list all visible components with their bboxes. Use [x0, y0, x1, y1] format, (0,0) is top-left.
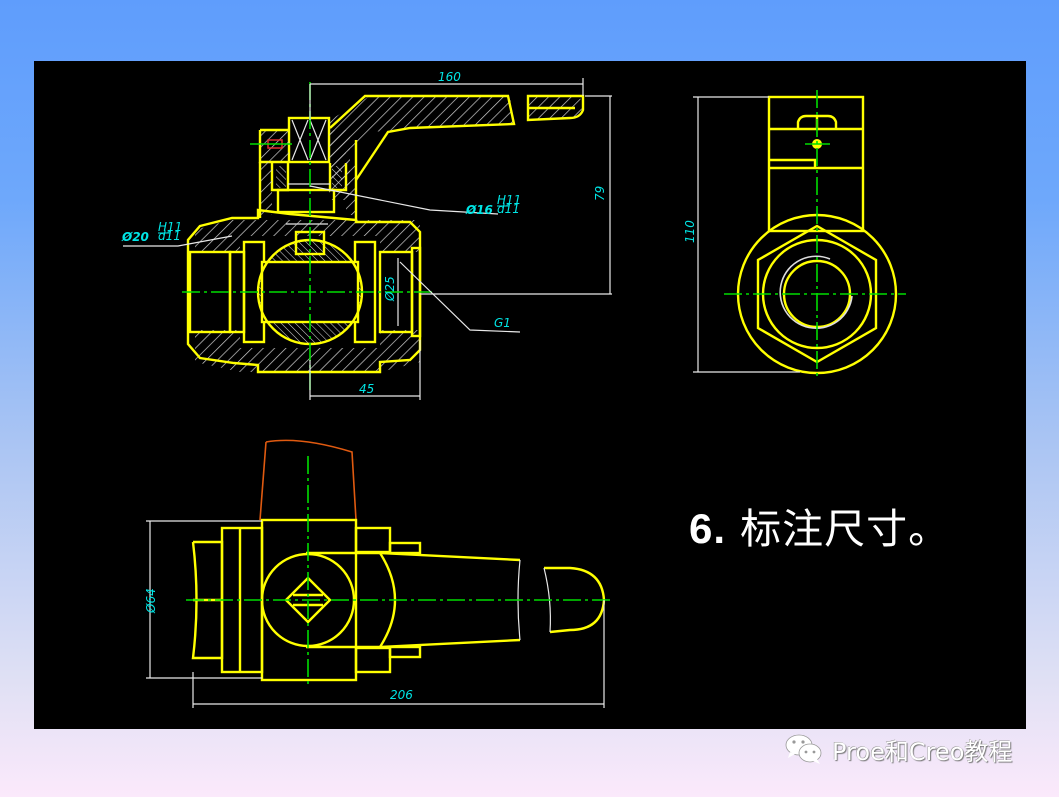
drawing-canvas: 160 79 45 Ø25 G1 Ø20 H11 d11 Ø16 H11 d11	[34, 61, 1026, 729]
watermark-text: Proe和Creo教程	[832, 737, 1013, 766]
dim-45: 45	[359, 382, 374, 396]
slide-caption: 6. 标注尺寸。	[689, 495, 950, 555]
dim-160: 160	[438, 70, 461, 84]
svg-text:d11: d11	[497, 202, 520, 216]
dim-64: Ø64	[144, 588, 158, 614]
dim-110: 110	[683, 220, 697, 243]
dim-bore: Ø25	[383, 276, 397, 302]
side-view	[693, 90, 906, 380]
svg-text:d11: d11	[158, 229, 181, 243]
front-section-view	[123, 78, 612, 400]
dim-79: 79	[593, 186, 607, 201]
caption-text: 标注尺寸。	[740, 505, 951, 553]
svg-text:H11: H11	[497, 193, 521, 207]
fit-right: Ø16 H11 d11	[465, 193, 521, 217]
ball-valve-drawing: 160 79 45 Ø25 G1 Ø20 H11 d11 Ø16 H11 d11	[121, 70, 906, 708]
top-view	[146, 439, 612, 708]
fit-left: Ø20 H11 d11	[121, 220, 182, 244]
fit-right-diameter: Ø16	[465, 203, 493, 217]
watermark: Proe和Creo教程	[784, 731, 1012, 767]
fit-left-diameter: Ø20	[121, 230, 149, 244]
thread-label: G1	[494, 316, 511, 330]
wechat-icon	[785, 734, 822, 764]
svg-text:H11: H11	[158, 220, 182, 234]
caption-number: 6.	[689, 505, 727, 552]
dim-206: 206	[390, 688, 413, 702]
